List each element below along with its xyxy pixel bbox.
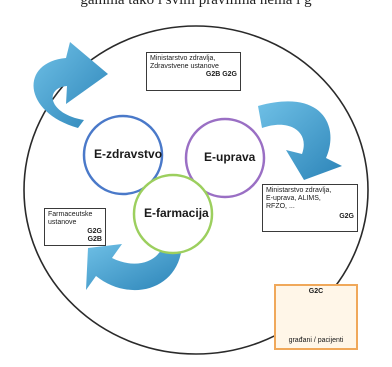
e-uprava-label: E-uprava	[204, 150, 256, 164]
box-line: Zdravstvene ustanove	[150, 63, 219, 70]
curved-arrow-icon	[258, 101, 342, 180]
relation-codes: G2G	[339, 213, 354, 220]
curved-arrow-icon	[86, 242, 182, 291]
pharmacy-box: Farmaceutske ustanove G2G G2B	[44, 208, 106, 246]
e-farmacija-label: E-farmacija	[144, 206, 209, 220]
citizens-caption: građani / pacijenti	[288, 337, 344, 344]
box-line: Ministarstvo zdravlja,	[150, 55, 216, 62]
ministry-health-box: Ministarstvo zdravlja, Zdravstvene ustan…	[146, 52, 241, 91]
e-zdravstvo-circle	[82, 114, 164, 196]
relation-code: G2B	[87, 236, 102, 243]
box-line: Farmaceutske	[48, 211, 93, 218]
box-line: ustanove	[48, 219, 77, 226]
relation-code: G2C	[308, 288, 324, 295]
e-zdravstvo-label: E-zdravstvo	[94, 147, 163, 161]
box-line: Ministarstvo zdravlja,	[266, 187, 332, 194]
header-text: gamma tako i svim pravilima nema i g	[80, 0, 312, 8]
e-uprava-circle	[184, 117, 266, 199]
box-line: RFZO, ...	[266, 203, 295, 210]
box-line: E-uprava, ALIMS,	[266, 195, 321, 202]
curved-arrow-icon	[33, 42, 108, 128]
relation-codes: G2B G2G	[205, 71, 237, 78]
relation-code: G2G	[87, 228, 102, 235]
ministry-uprava-box: Ministarstvo zdravlja, E-uprava, ALIMS, …	[262, 184, 358, 232]
citizens-box: G2C građani / pacijenti	[274, 284, 358, 350]
e-farmacija-circle	[132, 173, 214, 255]
